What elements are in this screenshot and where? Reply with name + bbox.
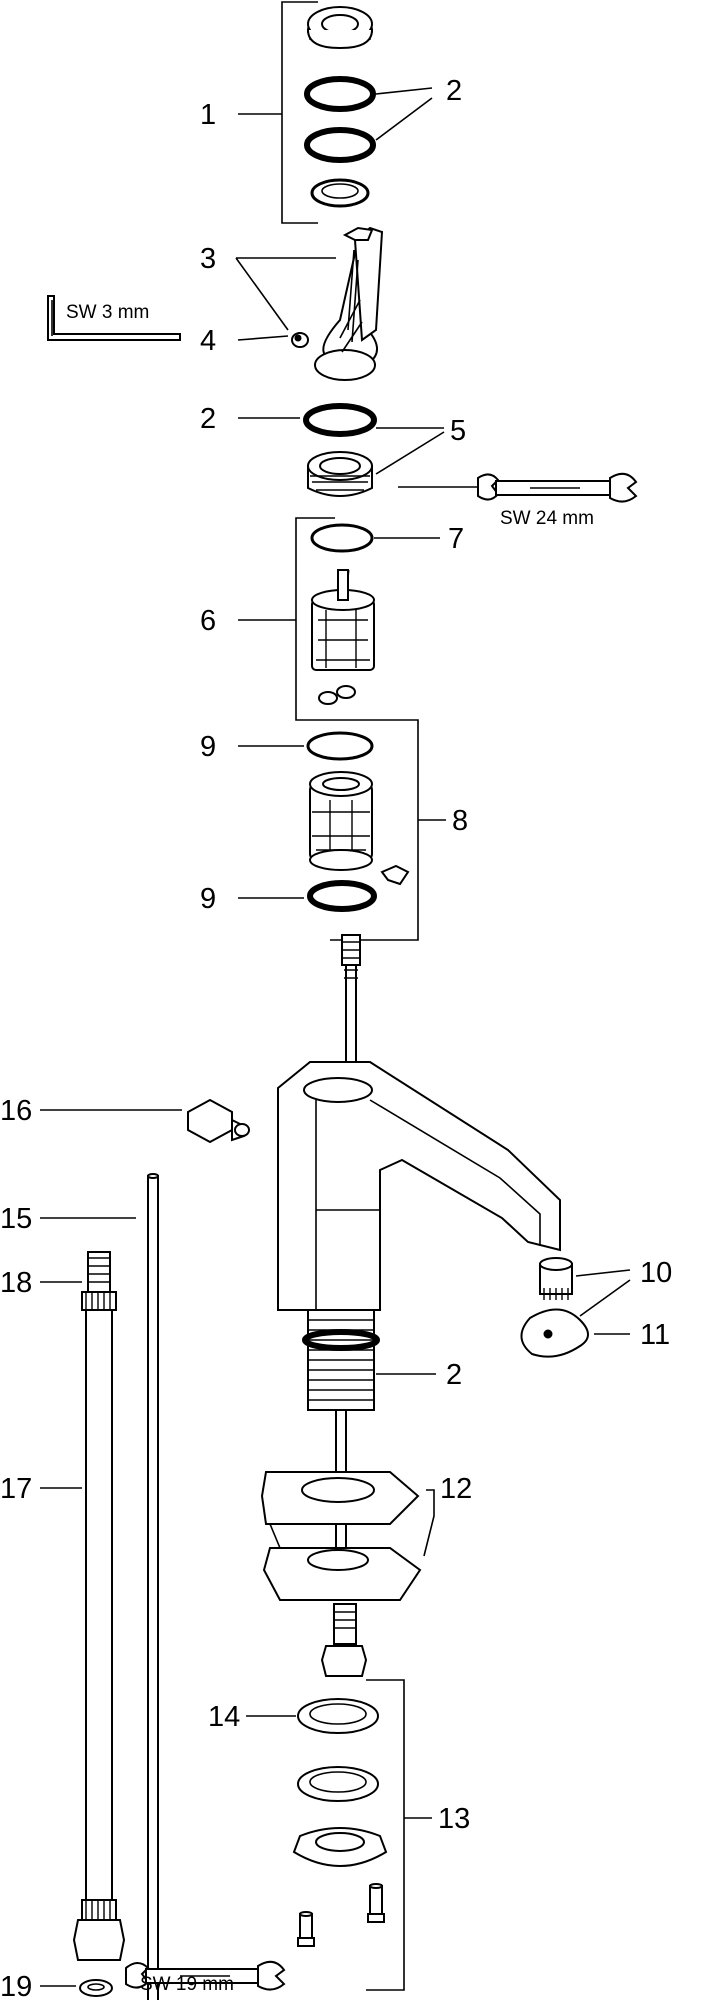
callout-9-top: 9 — [200, 731, 216, 763]
callout-18: 18 — [0, 1267, 32, 1299]
part-7-seal — [310, 523, 374, 553]
callout-5: 5 — [450, 415, 466, 447]
wrench-sw24 — [398, 472, 638, 503]
callout-4: 4 — [200, 325, 216, 357]
part-4-grub-screw — [291, 332, 309, 348]
part-10-aerator — [539, 1257, 573, 1300]
callout-19: 19 — [0, 1971, 32, 2000]
wrench-sw19 — [125, 1960, 286, 1991]
callout-17: 17 — [0, 1473, 32, 1505]
hex-key-tool — [47, 295, 181, 341]
callout-10: 10 — [640, 1257, 672, 1289]
part-1-seal-set — [304, 6, 376, 208]
callout-12: 12 — [440, 1473, 472, 1505]
part-17-supply-hose — [72, 1251, 126, 1961]
part-11-aerator-key — [520, 1308, 589, 1358]
callout-2-bottom: 2 — [446, 1359, 462, 1391]
callout-13: 13 — [438, 1803, 470, 1835]
part-16-clip — [187, 1098, 250, 1144]
lower-connector — [320, 1603, 368, 1677]
callout-2-middle: 2 — [200, 403, 216, 435]
hex-key-label: SW 3 mm — [66, 302, 149, 323]
callout-3: 3 — [200, 243, 216, 275]
callout-7: 7 — [448, 523, 464, 555]
part-19-washer — [79, 1979, 113, 1997]
callout-6: 6 — [200, 605, 216, 637]
callout-9-bottom: 9 — [200, 883, 216, 915]
wrench-sw24-label: SW 24 mm — [500, 508, 594, 529]
callout-2-top: 2 — [446, 75, 462, 107]
valve-spindle-top — [341, 934, 361, 1081]
mixer-body — [277, 1061, 561, 1311]
part-3-lever-handle — [314, 226, 384, 381]
part-8-diverter-insert — [309, 771, 410, 886]
callout-8: 8 — [452, 805, 468, 837]
wrench-sw19-label: SW 19 mm — [140, 1974, 234, 1995]
part-15-pull-rod — [147, 1173, 159, 2000]
callout-1: 1 — [200, 99, 216, 131]
callout-15: 15 — [0, 1203, 32, 1235]
part-9-seal-top — [306, 731, 374, 761]
part-2-o-ring-middle — [303, 403, 377, 437]
part-5-threaded-nut — [307, 451, 373, 497]
callout-16: 16 — [0, 1095, 32, 1127]
callout-14: 14 — [208, 1701, 240, 1733]
part-13-mounting-set — [292, 1766, 388, 1947]
part-9-seal-bottom — [307, 880, 377, 912]
part-6-cartridge — [311, 569, 375, 705]
part-12-base-plates — [260, 1471, 422, 1601]
callout-11: 11 — [640, 1319, 670, 1351]
